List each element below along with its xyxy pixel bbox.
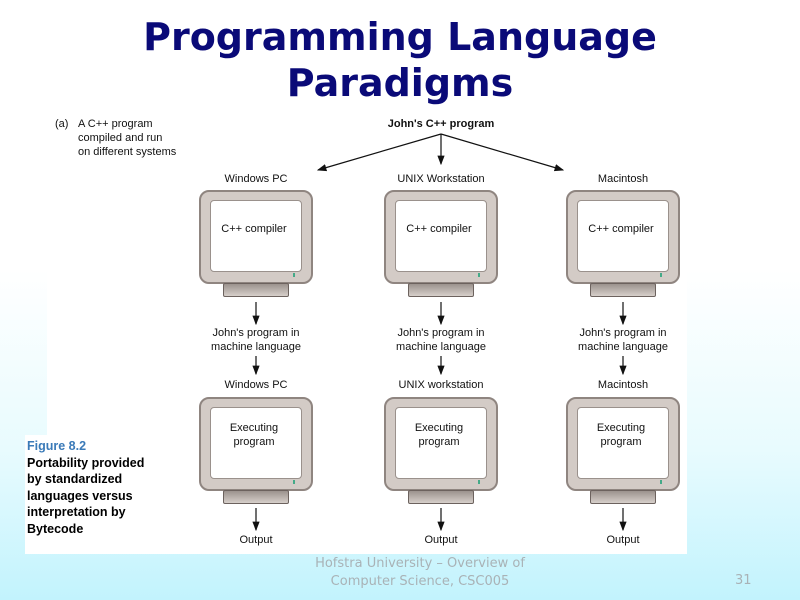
screen-line: Executing [414,422,464,434]
monitor-icon: Executing program [384,397,498,505]
monitor-stand [590,283,656,297]
output-label: Output [239,534,273,546]
caption-line: languages versus [27,488,133,503]
footer-text: Hofstra University – Overview of Computer… [300,555,540,591]
monitor-stand [408,283,474,297]
monitor-screen [395,200,487,272]
system-label: UNIX workstation [398,379,484,391]
monitor-stand [590,490,656,504]
system-label: Windows PC [224,379,288,391]
caption-line: by standardized [27,472,123,486]
screen-text: C++ compiler [393,222,485,236]
figure-caption: Figure 8.2 Portability provided by stand… [27,438,144,537]
result-line: John's program in [212,327,300,339]
screen-text: C++ compiler [575,222,667,236]
power-led [478,480,480,484]
screen-line: program [233,436,275,448]
part-description: A C++ program compiled and run on differen… [78,117,176,159]
system-label: Macintosh [597,379,649,391]
caption-line: Portability provided [27,455,145,470]
monitor-screen [577,200,669,272]
monitor-icon: C++ compiler [199,190,313,298]
arrow [440,133,565,172]
power-led [660,273,662,277]
caption-box [25,435,185,554]
arrow [316,133,442,172]
output-label: Output [606,534,640,546]
screen-text: C++ compiler [208,222,300,236]
result-line: John's program in [397,327,485,339]
monitor-stand [223,283,289,297]
power-led [478,273,480,277]
monitor-bezel [384,190,498,284]
monitor-stand [408,490,474,504]
result-label: John's program in machine language [211,326,301,354]
monitor-stand [223,490,289,504]
result-line: machine language [396,341,486,353]
part-label: (a) [55,118,69,130]
caption-line: interpretation by [27,505,126,519]
screen-text: Executing program [393,421,485,449]
source-program-label: John's C++ program [387,118,495,130]
system-label: Macintosh [597,173,649,185]
title-line: Paradigms [286,61,514,105]
monitor-icon: Executing program [566,397,680,505]
figure-label: Figure 8.2 [27,439,87,453]
system-label: UNIX Workstation [397,173,485,185]
monitor-bezel [199,190,313,284]
monitor-bezel [199,397,313,491]
caption-line: Bytecode [27,521,84,536]
power-led [660,480,662,484]
screen-line: program [418,436,460,448]
footer-line: Computer Science, CSC005 [330,574,510,589]
system-label: Windows PC [224,173,288,185]
monitor-icon: Executing program [199,397,313,505]
monitor-bezel [566,190,680,284]
screen-line: Executing [596,422,646,434]
power-led [293,480,295,484]
monitor-screen [210,407,302,479]
output-label: Output [424,534,458,546]
monitor-icon: C++ compiler [566,190,680,298]
result-line: machine language [211,341,301,353]
monitor-bezel [384,397,498,491]
result-label: John's program in machine language [396,326,486,354]
monitor-bezel [566,397,680,491]
monitor-screen [395,407,487,479]
result-line: machine language [578,341,668,353]
monitor-screen [577,407,669,479]
screen-text: Executing program [575,421,667,449]
footer-line: Hofstra University – Overview of [315,556,525,571]
screen-line: program [600,436,642,448]
screen-line: Executing [229,422,279,434]
screen-line: C++ compiler [406,223,472,235]
title-line: Programming Language [143,15,657,59]
power-led [293,273,295,277]
screen-line: C++ compiler [221,223,287,235]
monitor-screen [210,200,302,272]
screen-line: C++ compiler [588,223,654,235]
desc-line: A C++ program [78,118,153,130]
result-line: John's program in [579,327,667,339]
monitor-icon: C++ compiler [384,190,498,298]
desc-line: compiled and run [78,132,163,144]
desc-line: on different systems [78,146,177,158]
page-number: 31 [735,573,752,588]
screen-text: Executing program [208,421,300,449]
result-label: John's program in machine language [578,326,668,354]
